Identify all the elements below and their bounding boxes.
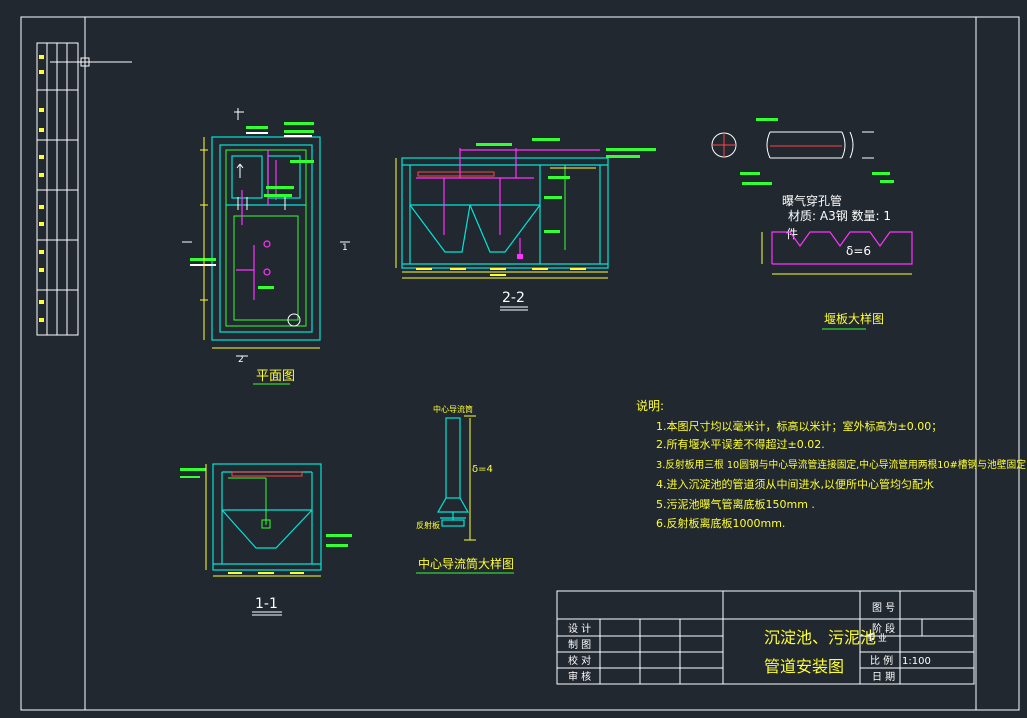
sheet-border (20, 16, 1020, 711)
drawing-title-line2: 管道安装图 (764, 657, 844, 676)
note-1: 1.本图尺寸均以毫米计，标高以米计；室外标高为±0.00； (656, 419, 942, 433)
drawing-title-line1: 沉淀池、污泥池 (764, 628, 876, 647)
title-block: 设 计 制 图 校 对 审 核 沉淀池、污泥池 管道安装图 图 号 阶 段 专 … (556, 590, 975, 685)
cursor-crosshair-icon (50, 18, 132, 100)
weir-plate-detail: δ=6 堰板大样图 (761, 231, 913, 330)
weir-title: 堰板大样图 (824, 311, 884, 326)
field-scale: 比 例 (870, 654, 893, 667)
aerator-pipe-detail: 曝气穿孔管 材质: A3钢 数量: 1 件 (711, 118, 894, 241)
cut-mark-1: 1 (342, 243, 348, 253)
center-pipe-title: 中心导流筒大样图 (418, 556, 514, 571)
note-4: 4.进入沉淀池的管道须从中间进水,以便所中心管均匀配水 (656, 477, 934, 491)
field-profession: 专 业 (866, 632, 887, 644)
role-drawing: 制 图 (568, 638, 591, 651)
role-check: 校 对 (568, 654, 591, 667)
role-design: 设 计 (568, 622, 591, 635)
note-6: 6.反射板离底板1000mm. (656, 516, 785, 530)
section-1-1-view: 1-1 (180, 463, 352, 616)
center-pipe-label: 中心导流筒 (433, 404, 473, 414)
center-pipe-detail: 中心导流筒 δ=4 反射板 中心导流筒大样图 (416, 404, 514, 574)
center-pipe-thickness: δ=4 (472, 464, 493, 475)
left-stamp-table (36, 42, 79, 336)
plan-title: 平面图 (256, 369, 295, 384)
section-1-1-title: 1-1 (255, 596, 278, 612)
note-2: 2.所有堰水平误差不得超过±0.02. (656, 437, 825, 451)
reflector-label: 反射板 (416, 520, 440, 530)
field-stage: 阶 段 (872, 622, 895, 635)
notes-heading: 说明: (636, 398, 664, 413)
cut-mark-2: 2 (238, 355, 244, 365)
field-drawing-no: 图 号 (872, 602, 895, 614)
scale-value: 1:100 (902, 656, 931, 667)
section-2-2-title: 2-2 (502, 290, 525, 306)
aerator-material: 材质: A3钢 数量: 1 (788, 208, 891, 223)
field-date: 日 期 (872, 671, 895, 683)
note-5: 5.污泥池曝气管离底板150mm . (656, 497, 815, 511)
role-review: 审 核 (568, 670, 591, 683)
weir-thickness: δ=6 (846, 244, 871, 258)
aerator-title: 曝气穿孔管 (782, 193, 842, 208)
plan-view: 2 1 平面图 (182, 108, 350, 385)
inner-frame (84, 16, 977, 711)
section-2-2-view: 2-2 (395, 138, 656, 311)
notes-block: 说明: 1.本图尺寸均以毫米计，标高以米计；室外标高为±0.00； 2.所有堰水… (636, 398, 1026, 530)
note-3: 3.反射板用三根 10圆钢与中心导流管连接固定,中心导流管用两根10#槽钢与池壁… (656, 458, 1026, 471)
